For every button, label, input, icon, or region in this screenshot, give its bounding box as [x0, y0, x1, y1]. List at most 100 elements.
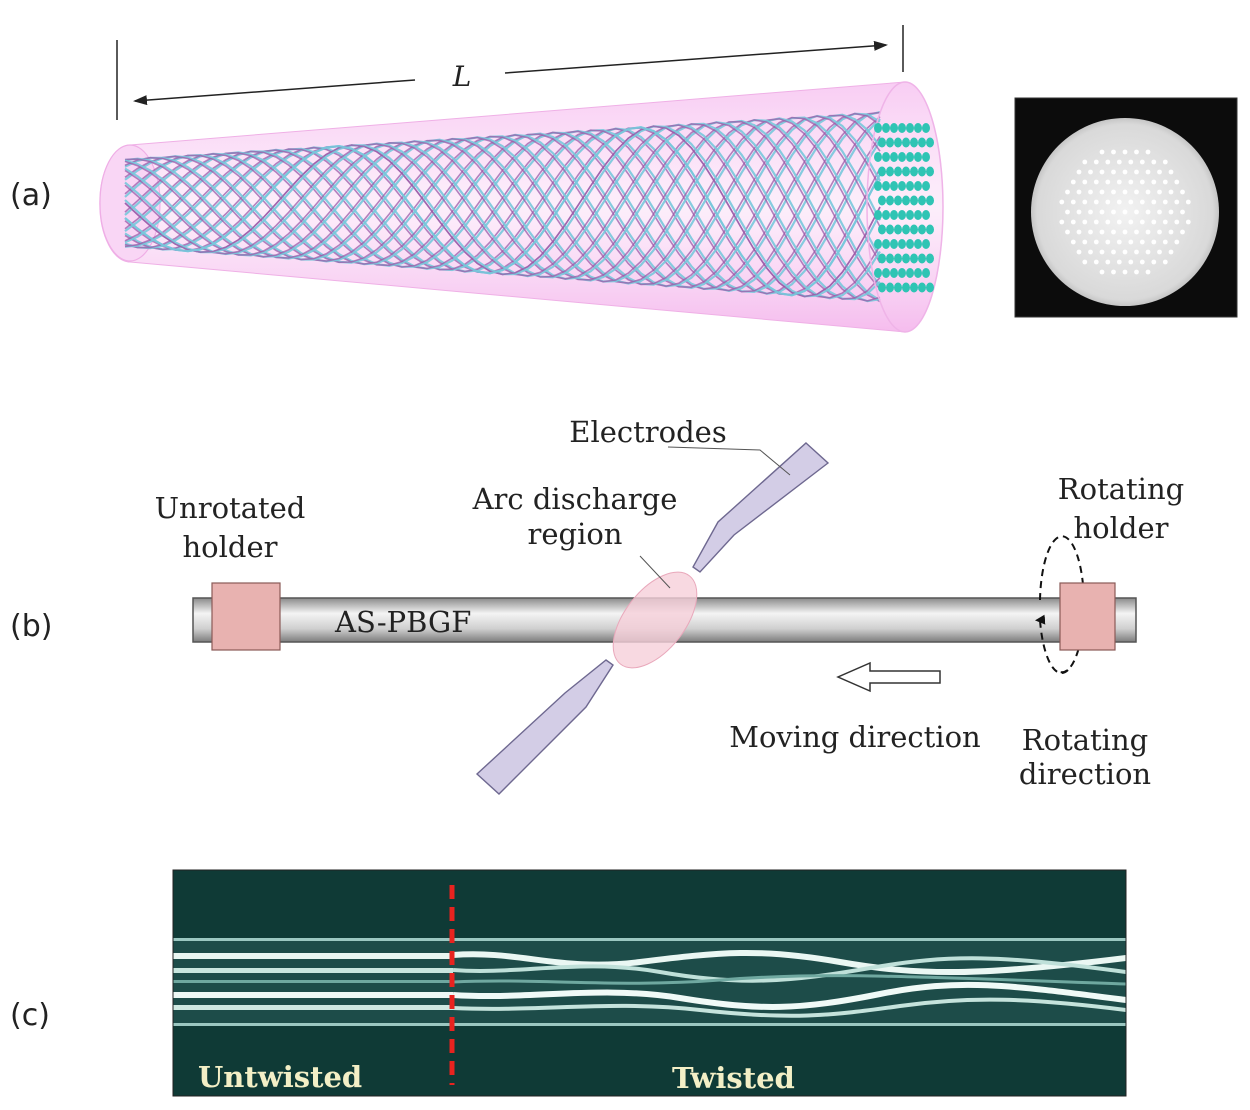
air-hole: [1070, 179, 1076, 185]
twisted-fiber-model: [99, 81, 944, 333]
air-hole: [1151, 259, 1157, 265]
end-face-hole: [886, 282, 894, 293]
air-hole: [1082, 219, 1088, 225]
helical-strand: [124, 121, 881, 303]
end-face-hole: [882, 268, 890, 278]
end-face-hole: [922, 268, 930, 278]
end-face-hole: [894, 137, 902, 148]
panel-a: (a) L: [10, 25, 1238, 333]
air-hole: [1151, 199, 1157, 205]
end-face-hole: [878, 195, 886, 206]
helical-strand: [124, 127, 881, 295]
end-face-hole: [890, 152, 898, 162]
air-hole: [1065, 189, 1070, 195]
air-hole: [1111, 249, 1116, 255]
air-hole: [1134, 169, 1139, 175]
unrotated-holder: [211, 582, 281, 651]
end-face-hole: [918, 195, 926, 206]
end-face-hole: [898, 123, 906, 133]
air-hole: [1070, 219, 1076, 225]
end-face-hole: [882, 239, 890, 249]
air-hole: [1134, 189, 1139, 195]
air-hole: [1082, 159, 1088, 165]
air-hole: [1093, 159, 1099, 165]
end-face-hole: [914, 210, 922, 220]
air-hole: [1128, 239, 1134, 245]
end-face-hole: [902, 137, 910, 148]
end-face-hole: [926, 282, 934, 293]
air-hole: [1105, 159, 1111, 165]
air-hole: [1128, 199, 1134, 205]
end-face-hole: [914, 181, 922, 191]
air-hole: [1111, 229, 1116, 235]
arc-discharge-region: [612, 571, 698, 669]
air-hole: [1111, 209, 1116, 215]
air-hole: [1093, 219, 1099, 225]
air-hole: [1145, 169, 1151, 175]
air-hole: [1122, 209, 1128, 215]
air-hole: [1088, 249, 1093, 255]
electrodes-label: Electrodes: [569, 415, 726, 449]
upper-electrode: [692, 442, 830, 573]
air-hole: [1116, 179, 1122, 185]
end-face-hole: [906, 239, 914, 249]
air-hole: [1111, 189, 1116, 195]
end-face-hole: [874, 210, 882, 220]
length-symbol: L: [452, 60, 472, 93]
air-hole: [1134, 269, 1139, 275]
end-face-hole: [894, 253, 902, 264]
end-face-hole: [926, 253, 934, 264]
air-hole: [1174, 179, 1180, 185]
end-face-hole: [926, 137, 934, 148]
air-hole: [1111, 169, 1116, 175]
end-face-hole: [874, 268, 882, 278]
air-hole: [1134, 229, 1139, 235]
end-face-hole: [882, 210, 890, 220]
air-hole: [1145, 189, 1151, 195]
end-face-hole: [894, 282, 902, 293]
rotating-holder-label-1: Rotating: [1058, 472, 1184, 506]
helical-strand: [124, 114, 881, 288]
end-face-hole: [918, 166, 926, 177]
helical-strand: [124, 116, 881, 286]
air-hole: [1065, 209, 1070, 215]
helical-strand: [124, 118, 881, 294]
end-face-hole: [878, 282, 886, 293]
unrotated-holder-label-2: holder: [182, 530, 277, 564]
rotating-holder: [1059, 582, 1116, 651]
air-hole: [1157, 229, 1162, 235]
helical-strand: [124, 123, 881, 300]
air-hole: [1180, 209, 1185, 215]
micrograph-frame: [172, 869, 1127, 1097]
end-face-hole: [882, 181, 890, 191]
helical-strand: [124, 119, 881, 302]
end-face-hole: [910, 224, 918, 235]
end-face-hole: [906, 268, 914, 278]
air-hole: [1139, 199, 1145, 205]
side-view-micrograph: Untwisted Twisted: [173, 870, 1126, 1096]
air-hole: [1162, 159, 1168, 165]
air-hole: [1168, 189, 1174, 195]
air-hole: [1111, 269, 1116, 275]
panel-b-label: (b): [10, 609, 52, 644]
air-hole: [1174, 239, 1180, 245]
end-face-hole: [910, 282, 918, 293]
end-face-hole: [910, 253, 918, 264]
end-face-hole: [906, 181, 914, 191]
arc-leader: [639, 555, 671, 589]
rotation-path-back: [1039, 535, 1085, 674]
helical-strand: [124, 124, 881, 299]
end-face-hole: [878, 224, 886, 235]
air-hole: [1105, 239, 1111, 245]
end-face-hole: [914, 268, 922, 278]
air-hole: [1128, 159, 1134, 165]
air-hole: [1059, 219, 1065, 225]
end-face-hole: [902, 253, 910, 264]
air-hole: [1099, 149, 1105, 155]
end-face-hole: [898, 268, 906, 278]
end-face-hole: [918, 253, 926, 264]
end-face-hole: [914, 239, 922, 249]
end-face-hole: [890, 181, 898, 191]
end-face-holes: [874, 123, 934, 293]
end-face-hole: [910, 166, 918, 177]
